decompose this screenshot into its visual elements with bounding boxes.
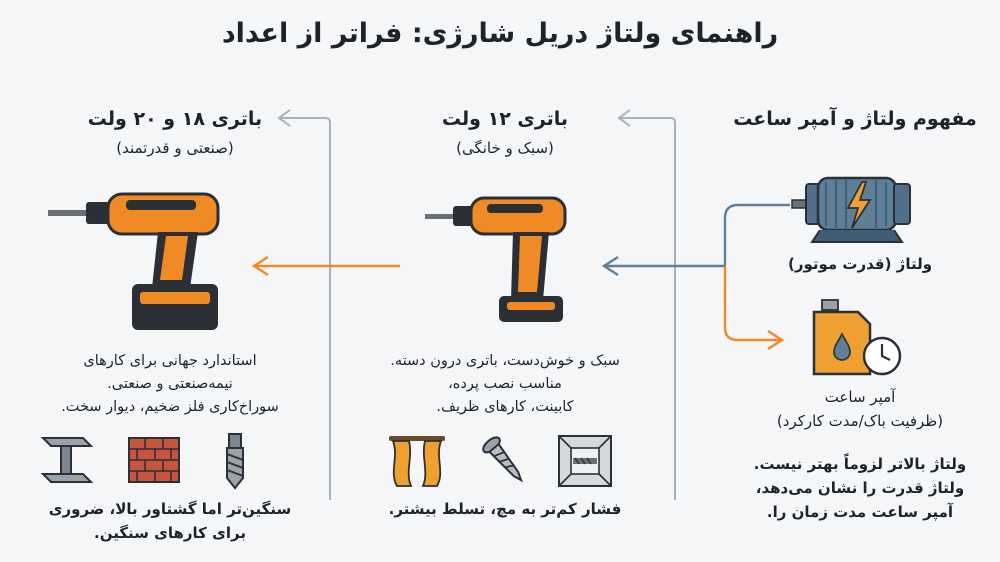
description-line: مناسب نصب پرده، bbox=[448, 376, 562, 392]
description-line: سبک و خوش‌دست، باتری درون دسته. bbox=[390, 353, 620, 369]
page-title: راهنمای ولتاژ دریل شارژی: فراتر از اعداد bbox=[221, 18, 779, 49]
heading-18-20v: باتری ۱۸ و ۲۰ ولت bbox=[87, 108, 263, 130]
arrowhead-orange-left bbox=[251, 255, 269, 277]
subheading-12v: (سبک و خانگی) bbox=[456, 139, 554, 157]
note-line: آمپر ساعت مدت زمان را. bbox=[766, 503, 954, 521]
description-18-20v: استاندارد جهانی برای کارهای نیمه‌صنعتی و… bbox=[25, 350, 315, 419]
heading-12v: باتری ۱۲ ولت bbox=[441, 108, 569, 130]
note-line: فشار کم‌تر به مچ، تسلط بیشتر. bbox=[388, 500, 622, 518]
subheading-18-20v: (صنعتی و قدرتمند) bbox=[116, 139, 234, 157]
note-line: سنگین‌تر اما گشتاور بالا، ضروری bbox=[48, 500, 292, 518]
amp-hour-sublabel: (ظرفیت باک/مدت کارکرد) bbox=[776, 412, 944, 430]
connector-gray-right bbox=[620, 117, 676, 500]
curtain-icon bbox=[389, 436, 445, 487]
drill-12v-icon bbox=[425, 196, 567, 322]
description-line: کابینت، کارهای ظریف. bbox=[436, 399, 574, 415]
note-12v: فشار کم‌تر به مچ، تسلط بیشتر. bbox=[355, 497, 655, 521]
steel-beam-icon bbox=[40, 437, 94, 483]
connector-blue-motor bbox=[723, 203, 790, 266]
motor-label: ولتاژ (قدرت موتور) bbox=[787, 255, 933, 273]
connector-gray-left bbox=[280, 117, 331, 500]
description-line: استاندارد جهانی برای کارهای bbox=[83, 353, 257, 369]
note-voltage: ولتاژ بالاتر لزوماً بهتر نیست. ولتاژ قدر… bbox=[735, 452, 985, 524]
arrowhead-gray-right bbox=[617, 109, 631, 127]
arrowhead-blue-middle bbox=[601, 255, 619, 277]
fuel-tank-clock-icon bbox=[812, 299, 902, 376]
note-line: ولتاژ قدرت را نشان می‌دهد، bbox=[755, 479, 965, 497]
brick-wall-icon bbox=[128, 437, 180, 483]
motor-lightning-icon bbox=[791, 176, 911, 243]
masonry-drill-bit-icon bbox=[226, 433, 244, 490]
connector-orange-tank bbox=[723, 266, 780, 342]
description-line: نیمه‌صنعتی و صنعتی. bbox=[107, 376, 233, 392]
arrowhead-orange-tank bbox=[767, 329, 785, 351]
description-12v: سبک و خوش‌دست، باتری درون دسته. مناسب نص… bbox=[355, 350, 655, 419]
note-line: ولتاژ بالاتر لزوماً بهتر نیست. bbox=[753, 455, 967, 473]
description-line: سوراخ‌کاری فلز ضخیم، دیوار سخت. bbox=[61, 399, 279, 415]
note-18-20v: سنگین‌تر اما گشتاور بالا، ضروری برای کار… bbox=[25, 497, 315, 545]
screw-icon bbox=[482, 436, 523, 483]
heading-voltage-amp-hour: مفهوم ولتاژ و آمپر ساعت bbox=[733, 108, 977, 130]
amp-hour-label: آمپر ساعت bbox=[824, 388, 896, 406]
drill-18v-icon bbox=[48, 192, 220, 330]
note-line: برای کارهای سنگین. bbox=[94, 524, 246, 542]
wall-anchor-icon bbox=[558, 435, 612, 487]
arrowhead-gray-left bbox=[277, 109, 291, 127]
